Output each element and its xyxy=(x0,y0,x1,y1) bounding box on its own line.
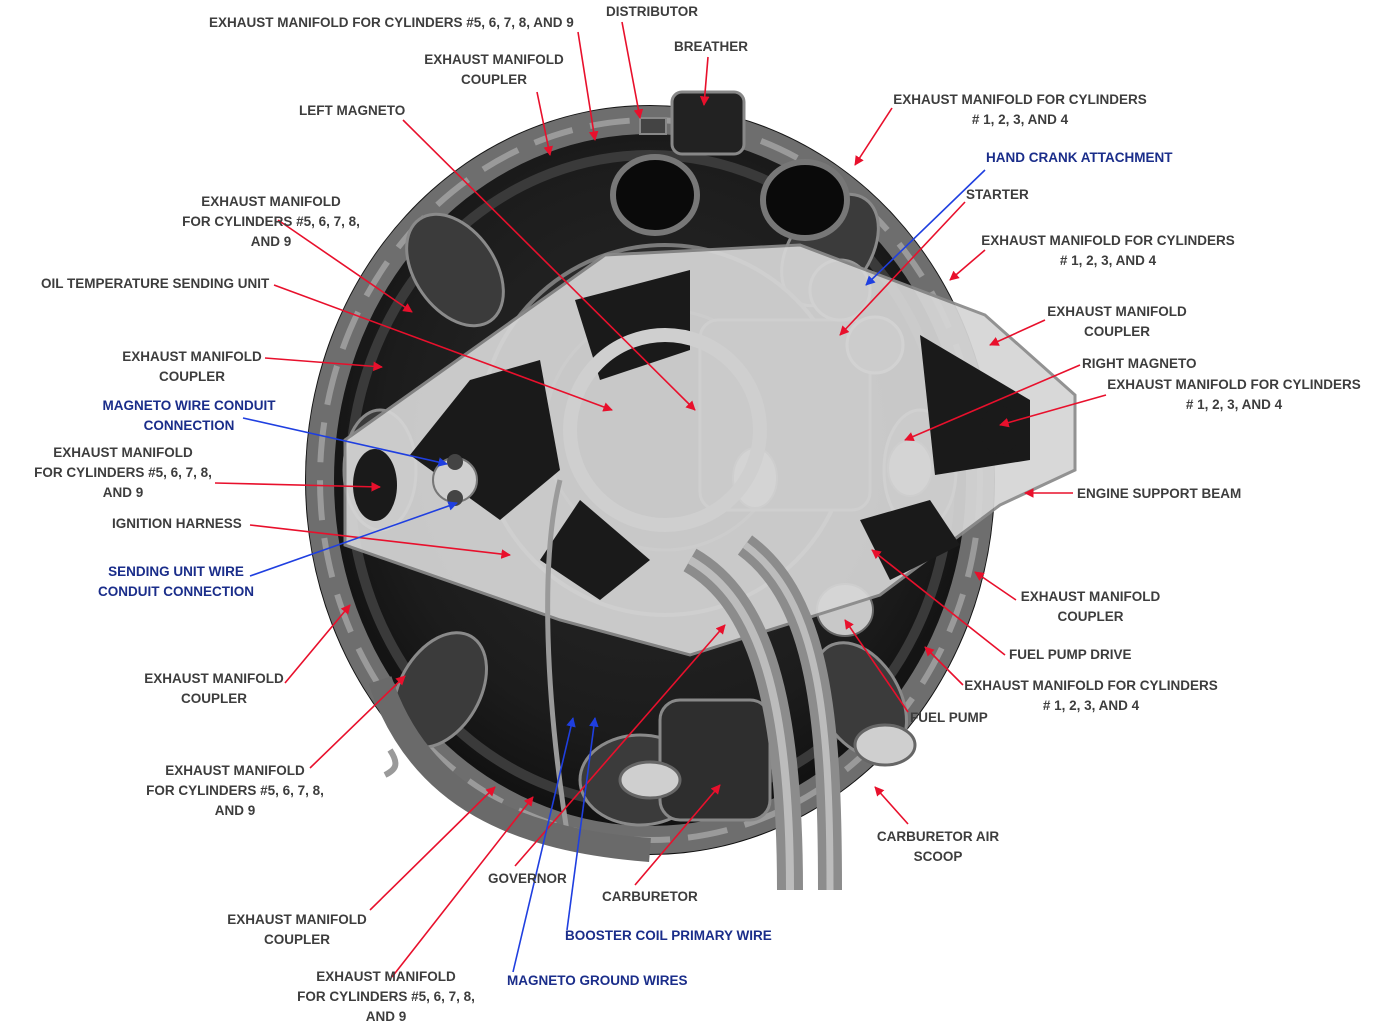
label-exhaust-manifold-cyl-5-9-left2: EXHAUST MANIFOLD FOR CYLINDERS #5, 6, 7,… xyxy=(34,445,212,500)
label-exhaust-manifold-cyl-5-9-top: EXHAUST MANIFOLD FOR CYLINDERS #5, 6, 7,… xyxy=(209,15,574,30)
label-exhaust-coupler-right1: EXHAUST MANIFOLD COUPLER xyxy=(1047,304,1187,339)
label-governor: GOVERNOR xyxy=(488,871,567,886)
label-exhaust-manifold-cyl-5-9-bottom: EXHAUST MANIFOLD FOR CYLINDERS #5, 6, 7,… xyxy=(297,969,475,1024)
radial-engine-illustration xyxy=(305,90,1077,891)
label-exhaust-coupler-right2: EXHAUST MANIFOLD COUPLER xyxy=(1020,589,1161,624)
label-magneto-wire-conduit-connection: MAGNETO WIRE CONDUIT CONNECTION xyxy=(102,398,276,433)
label-hand-crank-attachment: HAND CRANK ATTACHMENT xyxy=(986,150,1173,165)
label-carburetor: CARBURETOR xyxy=(602,889,698,904)
label-exhaust-manifold-cyl-5-9-left3: EXHAUST MANIFOLD FOR CYLINDERS #5, 6, 7,… xyxy=(146,763,324,818)
callout-lines xyxy=(214,21,1107,978)
label-exhaust-coupler-top: EXHAUST MANIFOLD COUPLER xyxy=(424,52,564,87)
label-exhaust-coupler-left2: EXHAUST MANIFOLD COUPLER xyxy=(144,671,284,706)
label-engine-support-beam: ENGINE SUPPORT BEAM xyxy=(1077,486,1242,501)
label-exhaust-manifold-cyl-5-9-left1: EXHAUST MANIFOLD FOR CYLINDERS #5, 6, 7,… xyxy=(182,194,360,249)
label-fuel-pump-drive: FUEL PUMP DRIVE xyxy=(1009,647,1132,662)
label-booster-coil-primary-wire: BOOSTER COIL PRIMARY WIRE xyxy=(565,928,772,943)
label-breather: BREATHER xyxy=(674,39,748,54)
label-oil-temperature-sending-unit: OIL TEMPERATURE SENDING UNIT xyxy=(41,276,270,291)
label-magneto-ground-wires: MAGNETO GROUND WIRES xyxy=(507,973,688,988)
label-exhaust-manifold-cyl-1-4-right1: EXHAUST MANIFOLD FOR CYLINDERS # 1, 2, 3… xyxy=(981,233,1235,268)
label-exhaust-coupler-left1: EXHAUST MANIFOLD COUPLER xyxy=(122,349,262,384)
label-distributor: DISTRIBUTOR xyxy=(606,4,699,19)
label-starter: STARTER xyxy=(966,187,1029,202)
label-exhaust-coupler-bottom: EXHAUST MANIFOLD COUPLER xyxy=(227,912,367,947)
label-exhaust-manifold-cyl-1-4-right3: EXHAUST MANIFOLD FOR CYLINDERS # 1, 2, 3… xyxy=(964,678,1218,713)
label-carburetor-air-scoop: CARBURETOR AIR SCOOP xyxy=(876,829,1000,864)
label-fuel-pump: FUEL PUMP xyxy=(910,710,988,725)
label-left-magneto: LEFT MAGNETO xyxy=(299,103,406,118)
label-sending-unit-wire-conduit-connection: SENDING UNIT WIRE CONDUIT CONNECTION xyxy=(98,564,254,599)
label-right-magneto: RIGHT MAGNETO xyxy=(1082,356,1197,371)
label-exhaust-manifold-cyl-1-4-right2: EXHAUST MANIFOLD FOR CYLINDERS # 1, 2, 3… xyxy=(1107,377,1361,412)
label-ignition-harness: IGNITION HARNESS xyxy=(112,516,242,531)
label-exhaust-manifold-cyl-1-4-top: EXHAUST MANIFOLD FOR CYLINDERS # 1, 2, 3… xyxy=(893,92,1147,127)
